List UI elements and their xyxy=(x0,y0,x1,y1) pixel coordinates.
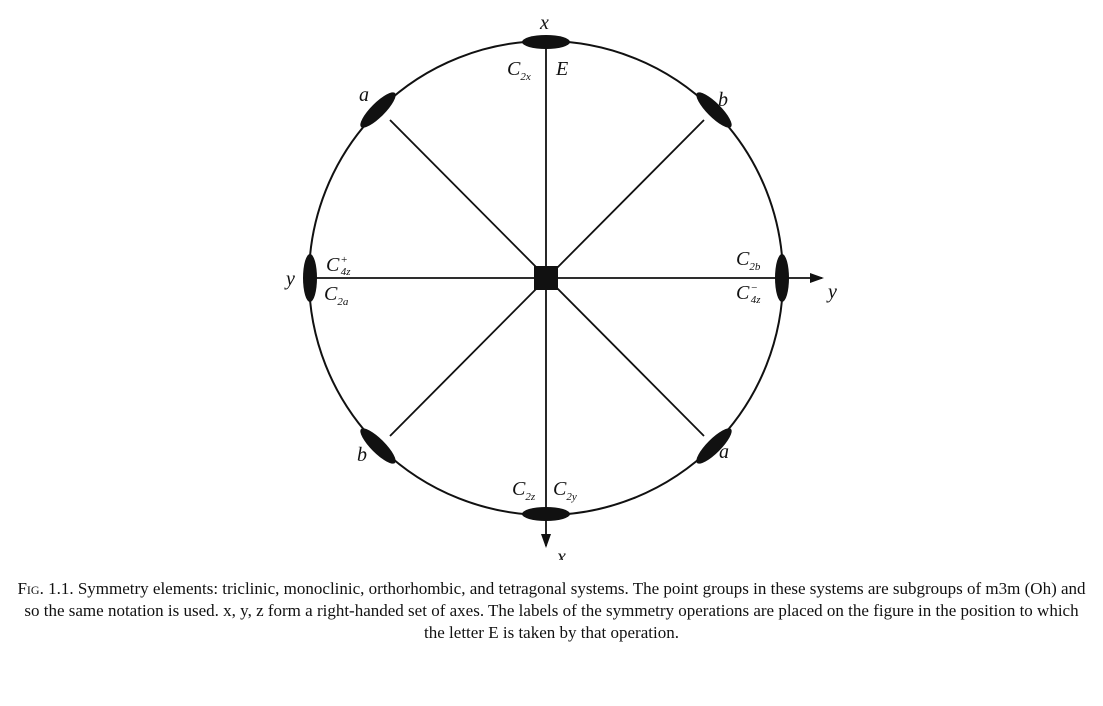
caption-text: Symmetry elements: triclinic, monoclinic… xyxy=(24,579,1086,642)
y-axis-label-left: y xyxy=(284,268,295,290)
diagonal-label-bottom-right: a xyxy=(719,441,729,463)
twofold-symbol-top-left xyxy=(360,92,396,128)
op-label-c2a: C2a xyxy=(324,283,349,308)
diagonal-label-bottom-left: b xyxy=(357,444,367,466)
op-label-c2y: C2y xyxy=(553,478,577,503)
x-axis-label-bottom: x xyxy=(556,546,566,560)
twofold-symbol-bottom xyxy=(522,507,570,521)
op-label-c4z-minus: C−4z xyxy=(736,282,761,306)
twofold-symbol-bottom-right xyxy=(696,428,732,464)
stereogram-diagram: x x y y a b b a E C2x C+4z C2a C2b C−4z … xyxy=(284,12,837,560)
twofold-symbol-right xyxy=(775,254,789,302)
op-label-c4z-plus: C+4z xyxy=(326,254,351,278)
twofold-symbol-top xyxy=(522,35,570,49)
diagonal-label-top-right: b xyxy=(718,89,728,111)
op-label-c2x: C2x xyxy=(507,58,531,83)
twofold-symbol-left xyxy=(303,254,317,302)
x-axis-label-top: x xyxy=(539,12,549,34)
op-label-c2z: C2z xyxy=(512,478,536,503)
twofold-symbol-top-right xyxy=(696,92,732,128)
fourfold-axis-square xyxy=(534,266,558,290)
figure-caption: Fig. 1.1. Symmetry elements: triclinic, … xyxy=(14,578,1089,644)
op-label-c2b: C2b xyxy=(736,248,761,273)
twofold-symbol-bottom-left xyxy=(360,428,396,464)
y-axis-label-right: y xyxy=(826,281,837,303)
caption-figure-label: Fig. 1.1. xyxy=(17,579,74,598)
diagonal-label-top-left: a xyxy=(359,84,369,106)
op-label-identity: E xyxy=(555,58,568,80)
